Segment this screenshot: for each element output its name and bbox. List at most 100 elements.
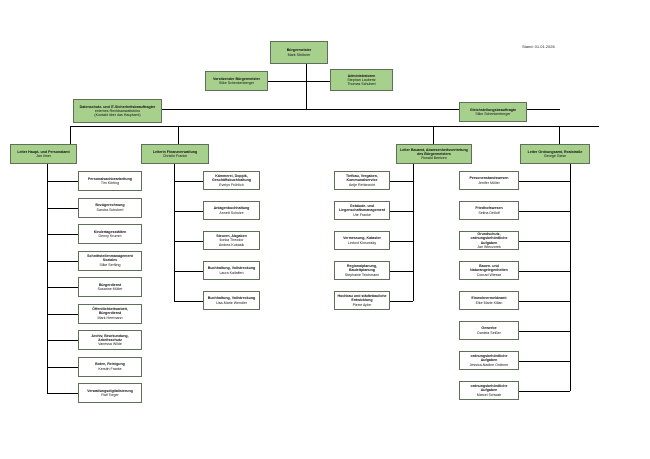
box-name: Denny Krumm [98,234,122,238]
box-title: Bürgerdienst [98,282,122,287]
box-title: Leiter Ordnungsamt, Realstraße [527,149,583,154]
connector-line [47,313,78,315]
box-title: Einwohnermeldeamt [471,296,507,301]
connector-line [174,300,203,302]
box-name: Jan Ilmer [36,154,51,158]
connector-line [174,180,203,182]
box-title: Bezügerechnung [95,203,125,208]
box-title: Boten, Reinigung [95,362,125,367]
box-title: Kindertagesstätten [93,229,127,234]
box-name: Linford Kirnowsky [347,240,377,245]
connector-line [174,240,203,242]
box-name: George Giese [543,154,567,158]
connector-line [47,260,78,262]
box-title: Personalsachbearbeitung [88,176,132,181]
box-name: Sandra Schubert [96,207,124,212]
box-name: Elke Marie Kilian [475,300,503,305]
connector-line [390,210,413,212]
connector-line [519,330,570,332]
box-name: Ilonka Theodor [219,238,244,243]
box-name: Ute Franke [353,212,371,217]
box-name: Silke Schenkenberger [218,81,255,85]
box-name: externes Rechtsanwaltsbüro [94,108,141,113]
box-name: Daniela Seißer [477,330,501,335]
box-name: Annett Schulze [219,210,244,215]
connector-line [160,109,460,110]
connector-line [47,340,78,341]
box-title: ordnungsbehördliche Aufgaben [470,354,508,363]
box-title: Friedhofswesen [475,206,503,211]
box-name: Conrad Wiesse [476,272,502,277]
connector-line [178,126,179,144]
connector-line [413,164,414,301]
connector-line [47,207,78,209]
box-name: (Kontakt über das Hauptamt) [94,113,141,118]
box-name: Mark Herrmann [97,315,123,320]
box-title: Bürgermeister [286,48,312,53]
box-title: Datenschutz- und IT-Sicherheitsbeauftrag… [79,104,156,109]
box-title: Archiv, Beurkundung, Arbeitsschutz [91,333,129,342]
box-title: Bauen- und Naturangelegenheiten [470,264,508,273]
box-name: Tim Körting [100,181,120,185]
box-title: Leiter Haupt- und Personalamt [17,149,70,154]
box-name: Andrea Kubasik [218,242,245,247]
box-title: Leiter Bauamt, Abwesenheitsvertretung de… [400,147,468,156]
box-title: Steuern, Abgaben [216,234,247,239]
connector-line [263,81,349,82]
box-name: Lisa-Marie Wendler [215,300,248,305]
box-name: Evelyn Fröhlich [219,182,244,187]
connector-line [519,390,570,392]
box-name: Antje Rehknecht [348,182,376,187]
connector-line [390,180,413,182]
connector-line [519,300,570,302]
connector-line [306,64,307,109]
connector-line [519,180,570,182]
connector-line [390,270,413,272]
box-title: Öffentlichkeitsarbeit, Bürgerdienst [92,307,128,316]
connector-line [174,270,203,272]
box-name: Selina Detloff [478,210,500,215]
connector-line [559,126,560,144]
department-box: Leiter Bauamt, Abwesenheitsvertretung de… [396,144,472,164]
connector-line [519,240,570,242]
dpo-box: Datenschutz- und IT-Sicherheitsbeauftrag… [73,99,162,123]
box-name: Laura Kallaffen [219,270,244,275]
box-name: Jan Wieczorek [477,244,501,249]
box-title: Vorsitzender Bürgermeister [212,76,261,81]
box-title: Leiterin Finanzverwaltung [152,149,198,154]
connector-line [174,210,203,212]
box-title: Personenstandswesen [469,176,509,181]
box-name: Stephanie Teichmann [344,272,380,277]
connector-line [47,164,48,393]
box-title: Anlagenbuchhaltung [213,206,250,211]
box-title: Buchhaltung, Vollstreckung [207,296,256,301]
box-name: Vanessa Wilde [98,342,122,347]
connector-line [433,126,434,144]
connector-line [390,240,413,242]
box-name: Silke Schenkenberger [475,112,511,116]
box-name: Jenifer Müller [478,180,500,185]
box-name: Thomas Schubert [347,82,376,87]
box-name: Ralf Torger [101,393,119,397]
